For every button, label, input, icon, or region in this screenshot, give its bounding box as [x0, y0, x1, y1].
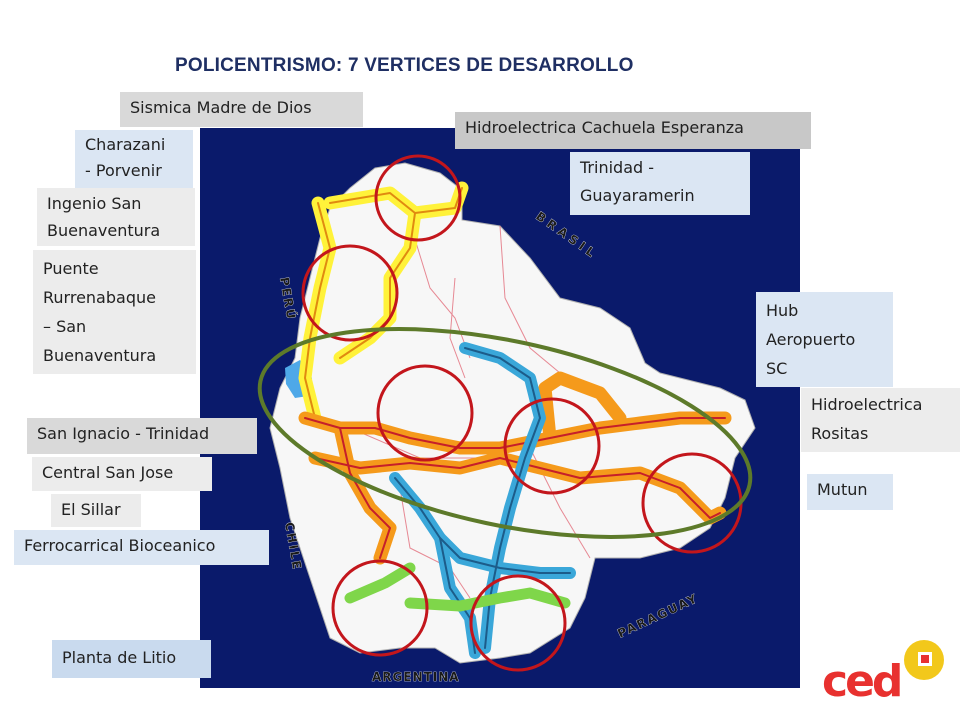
label-rositas: Hidroelectrica Rositas	[801, 388, 960, 452]
label-hub-line3: SC	[766, 359, 788, 378]
label-puente-line3: – San	[43, 317, 87, 336]
label-charazani-line2: - Porvenir	[85, 161, 162, 180]
label-rositas-line1: Hidroelectrica	[811, 395, 923, 414]
label-litio: Planta de Litio	[52, 640, 211, 678]
circle-tarija	[469, 574, 567, 672]
label-charazani: Charazani - Porvenir	[75, 130, 193, 188]
label-central: Central San Jose	[32, 457, 212, 491]
road-yellow	[298, 181, 469, 425]
logo-text: ced	[822, 656, 900, 702]
corridor-ellipse	[257, 327, 753, 539]
road-orange	[298, 371, 732, 565]
label-puente: Puente Rurrenabaque – San Buenaventura	[33, 250, 196, 374]
label-hub-line1: Hub	[766, 301, 799, 320]
label-puente-line4: Buenaventura	[43, 346, 157, 365]
circle-santa-cruz	[503, 397, 601, 495]
label-trinidad-line1: Trinidad -	[580, 158, 655, 177]
circle-rurrenabaque	[301, 244, 399, 342]
label-sismica-text: Sismica Madre de Dios	[130, 98, 312, 117]
label-mutun: Mutun	[807, 474, 893, 510]
label-ingenio-line2: Buenaventura	[47, 221, 161, 240]
ced-logo: ced	[822, 640, 944, 702]
development-circles	[301, 154, 743, 672]
bolivia-map: BRASIL PERÚ CHILE PARAGUAY ARGENTINA	[200, 128, 800, 688]
circle-pando	[374, 154, 462, 242]
label-san-ignacio: San Ignacio - Trinidad	[27, 418, 257, 454]
label-ferrocarril-text: Ferrocarrical Bioceanico	[24, 536, 216, 555]
label-trinidad-line2: Guayaramerin	[580, 186, 695, 205]
label-san-ignacio-text: San Ignacio - Trinidad	[37, 424, 210, 443]
circle-litio	[331, 559, 429, 657]
label-puente-line2: Rurrenabaque	[43, 288, 156, 307]
page-title: POLICENTRISMO: 7 VERTICES DE DESARROLLO	[175, 55, 634, 76]
label-central-text: Central San Jose	[42, 463, 174, 482]
label-argentina: ARGENTINA	[372, 670, 460, 684]
label-cachuela-text: Hidroelectrica Cachuela Esperanza	[465, 118, 744, 137]
label-sillar: El Sillar	[51, 494, 141, 527]
label-ingenio: Ingenio San Buenaventura	[37, 188, 195, 246]
label-ingenio-line1: Ingenio San	[47, 194, 142, 213]
label-mutun-text: Mutun	[817, 480, 868, 499]
label-charazani-line1: Charazani	[85, 135, 166, 154]
road-green	[344, 562, 571, 612]
label-litio-text: Planta de Litio	[62, 648, 177, 667]
label-trinidad: Trinidad - Guayaramerin	[570, 152, 750, 215]
label-rositas-line2: Rositas	[811, 424, 869, 443]
label-ferrocarril: Ferrocarrical Bioceanico	[14, 530, 269, 565]
label-hub-line2: Aeropuerto	[766, 330, 856, 349]
label-cachuela: Hidroelectrica Cachuela Esperanza	[455, 112, 811, 149]
label-sillar-text: El Sillar	[61, 500, 121, 519]
label-sismica: Sismica Madre de Dios	[120, 92, 363, 127]
label-hub: Hub Aeropuerto SC	[756, 292, 893, 387]
circle-la-paz-cochabamba	[376, 364, 474, 462]
label-puente-line1: Puente	[43, 259, 99, 278]
